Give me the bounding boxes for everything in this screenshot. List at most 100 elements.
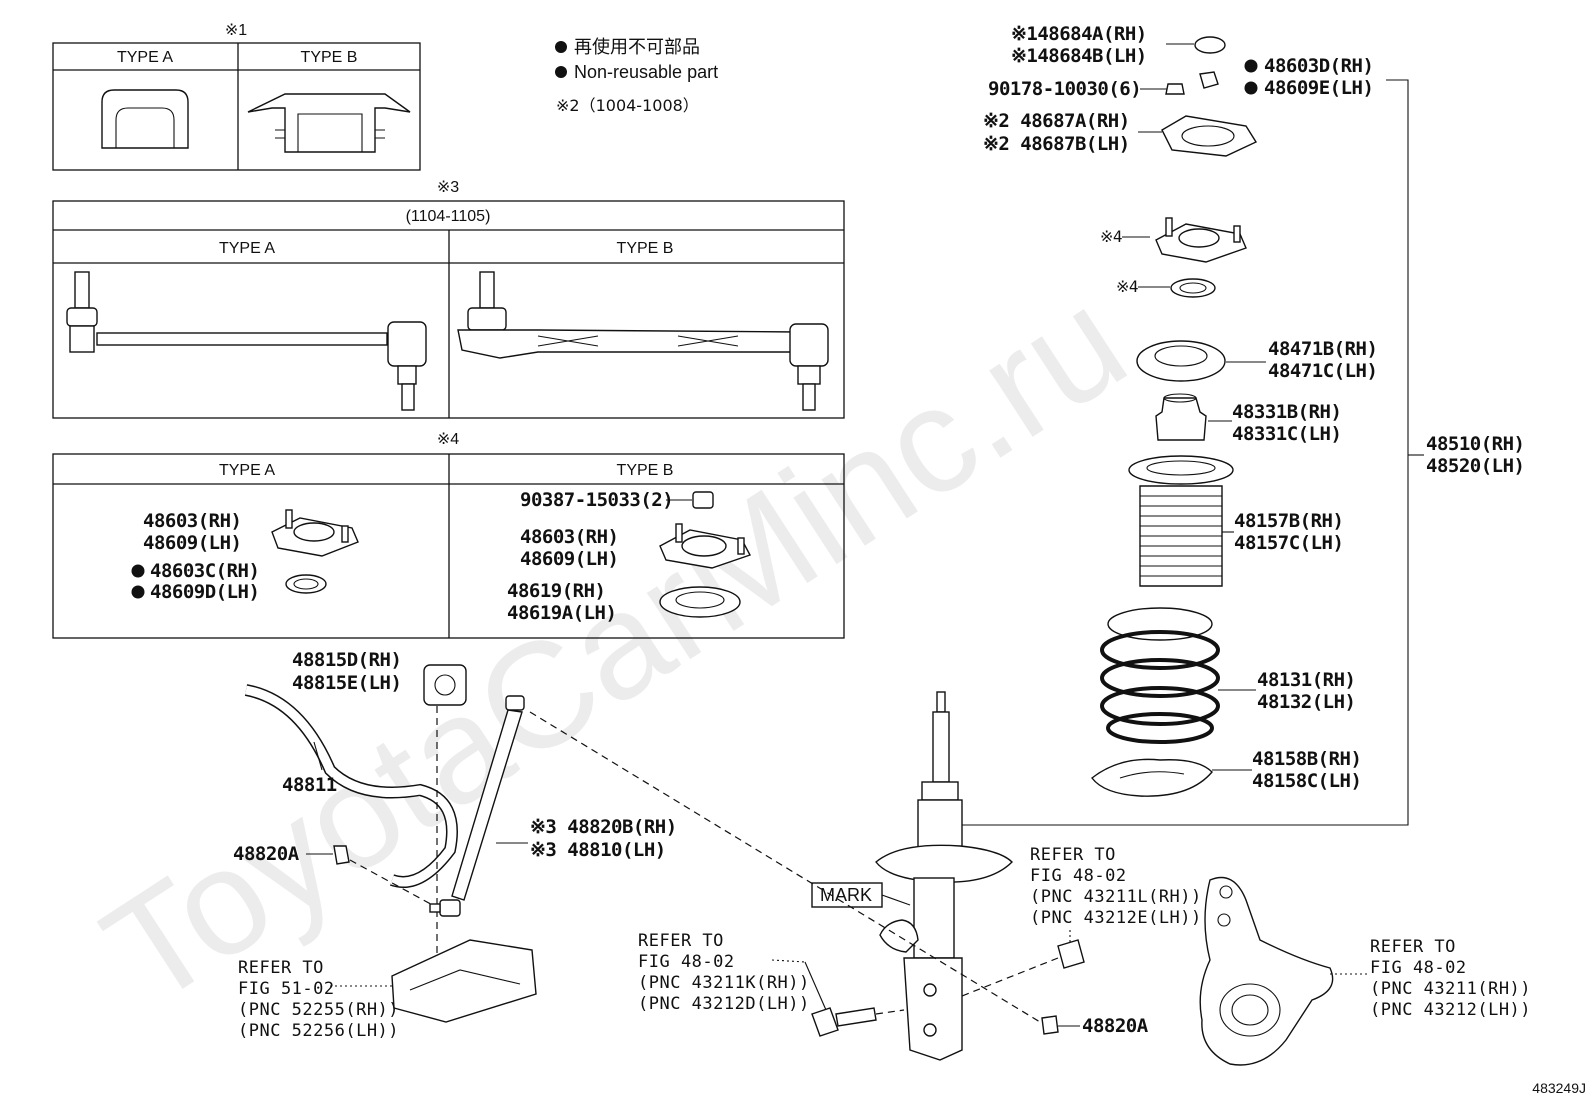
nut-lh-label: 48609E(LH) <box>1264 77 1373 99</box>
ref-bolt-line-3: (PNC 43211K(RH)) <box>638 973 810 993</box>
box4-a-ring-rh-label: 48603C(RH) <box>150 560 259 582</box>
plate-lh-label: ※2 48687B(LH) <box>983 133 1130 155</box>
bumper-rh-label: 48331B(RH) <box>1232 401 1341 423</box>
legend-english: Non-reusable part <box>574 62 718 82</box>
link-nut-right-label: 48820A <box>1082 1015 1149 1037</box>
box-3-type-a: TYPE A <box>219 240 275 257</box>
ring-icon <box>285 574 327 594</box>
legend: 再使用不可部品 Non-reusable part ※2（1004-1008） <box>555 37 718 115</box>
non-reusable-dot-icon <box>1244 81 1258 95</box>
bump-stopper-icon <box>1155 393 1207 441</box>
lower-insulator-icon <box>1091 758 1213 797</box>
bushing-icon <box>423 664 467 706</box>
ref-cam-line-3: (PNC 43211L(RH)) <box>1030 887 1202 907</box>
cap-type-b-icon <box>247 93 411 153</box>
strut-rh-label: 48510(RH) <box>1426 433 1524 455</box>
steering-knuckle-icon <box>1199 876 1334 1066</box>
box4-a-mount-lh-label: 48609(LH) <box>143 532 241 554</box>
ref-cam-line-1: REFER TO <box>1030 845 1116 865</box>
figure-id: 483249J <box>1532 1080 1586 1096</box>
mark-label: MARK <box>820 885 872 905</box>
non-reusable-dot-icon <box>131 585 145 599</box>
box-3-type-b: TYPE B <box>617 240 674 257</box>
cap-lh-label: ※148684B(LH) <box>1011 45 1147 67</box>
bolt-icon <box>811 1007 905 1037</box>
note-2: ※2（1004-1008） <box>556 96 699 115</box>
link-nut-icon <box>333 845 350 865</box>
bearing-icon <box>659 586 741 618</box>
insulator-rh-label: 48158B(RH) <box>1252 748 1361 770</box>
stabilizer-bar-icon <box>244 684 458 888</box>
non-reusable-dot-icon <box>1244 59 1258 73</box>
boot-rh-label: 48157B(RH) <box>1234 510 1343 532</box>
small-nut-label: 90178-10030(6) <box>988 78 1141 100</box>
ref-bracket-line-4: (PNC 52256(LH)) <box>238 1021 399 1041</box>
ref-bolt-line-2: FIG 48-02 <box>638 952 735 972</box>
spring-lh-label: 48132(LH) <box>1257 691 1355 713</box>
ref-bracket-line-1: REFER TO <box>238 958 324 978</box>
box-3-range: (1104-1105) <box>406 208 491 225</box>
seat-rh-label: 48471B(RH) <box>1268 338 1377 360</box>
cap-type-a-icon <box>101 89 189 149</box>
ref-bolt-line-4: (PNC 43212D(LH)) <box>638 994 810 1014</box>
box-1-mark: ※1 <box>225 22 247 39</box>
box-4-mark: ※4 <box>437 431 459 448</box>
box4-a-mount-rh-label: 48603(RH) <box>143 510 241 532</box>
link-nut-right-icon <box>1041 1015 1059 1035</box>
upper-mount-icon <box>1155 217 1247 263</box>
small-nut-icon <box>1165 83 1185 95</box>
box-3: ※3 (1104-1105) TYPE A TYPE B <box>52 179 845 419</box>
stabilizer-link-type-b-icon <box>457 271 829 411</box>
nut-icon <box>692 491 714 509</box>
dust-cap-icon <box>1194 36 1226 54</box>
ref-knuckle-line-3: (PNC 43211(RH)) <box>1370 979 1531 999</box>
spring-seat-icon <box>1136 340 1226 382</box>
bushing-lh-label: 48815E(LH) <box>292 672 401 694</box>
cam-nut-icon <box>1057 939 1085 969</box>
ref-knuckle-line-4: (PNC 43212(LH)) <box>1370 1000 1531 1020</box>
non-reusable-dot-icon <box>555 66 567 78</box>
insulator-lh-label: 48158C(LH) <box>1252 770 1361 792</box>
watermark: ToyotaCarMinc.ru <box>76 256 1153 1037</box>
stabilizer-link-type-a-icon <box>66 271 427 411</box>
ref-knuckle-line-1: REFER TO <box>1370 937 1456 957</box>
ref-cam-line-4: (PNC 43212E(LH)) <box>1030 908 1202 928</box>
box4-a-ring-lh-label: 48609D(LH) <box>150 581 259 603</box>
seat-lh-label: 48471C(LH) <box>1268 360 1377 382</box>
box-4-type-a: TYPE A <box>219 462 275 479</box>
ring-icon <box>1170 278 1216 298</box>
non-reusable-dot-icon <box>555 41 567 53</box>
mount-mark-label: ※4 <box>1100 227 1122 246</box>
box-1-frame <box>52 42 421 171</box>
link-rh-label: ※3 48820B(RH) <box>530 816 677 838</box>
box-1-type-a: TYPE A <box>117 49 173 66</box>
box-4-type-b: TYPE B <box>617 462 674 479</box>
box-1-type-b: TYPE B <box>301 49 358 66</box>
ring-mark-label: ※4 <box>1116 277 1138 296</box>
link-lh-label: ※3 48810(LH) <box>530 839 666 861</box>
box-1: ※1 TYPE A TYPE B <box>52 22 421 171</box>
retainer-plate-icon <box>1161 115 1258 157</box>
link-nut-left-label: 48820A <box>233 843 300 865</box>
upper-mount-type-b-icon <box>659 523 752 569</box>
box4-b-mount-lh-label: 48609(LH) <box>520 548 618 570</box>
nut-rh-label: 48603D(RH) <box>1264 55 1373 77</box>
strut-lh-label: 48520(LH) <box>1426 455 1524 477</box>
upper-mount-type-a-icon <box>271 509 359 557</box>
cap-rh-label: ※148684A(RH) <box>1011 23 1147 45</box>
non-reusable-dot-icon <box>131 564 145 578</box>
legend-japanese: 再使用不可部品 <box>574 37 700 57</box>
box4-b-mount-rh-label: 48603(RH) <box>520 526 618 548</box>
stabilizer-link-icon <box>429 695 525 917</box>
stabilizer-label: 48811 <box>282 774 337 796</box>
box4-b-bearing-rh-label: 48619(RH) <box>507 580 605 602</box>
ref-bracket-line-2: FIG 51-02 <box>238 979 335 999</box>
coil-spring-icon <box>1100 607 1220 744</box>
bushing-rh-label: 48815D(RH) <box>292 649 401 671</box>
plate-rh-label: ※2 48687A(RH) <box>983 110 1130 132</box>
bumper-lh-label: 48331C(LH) <box>1232 423 1341 445</box>
shock-absorber-icon <box>875 691 1013 1061</box>
dust-boot-icon <box>1128 455 1234 587</box>
